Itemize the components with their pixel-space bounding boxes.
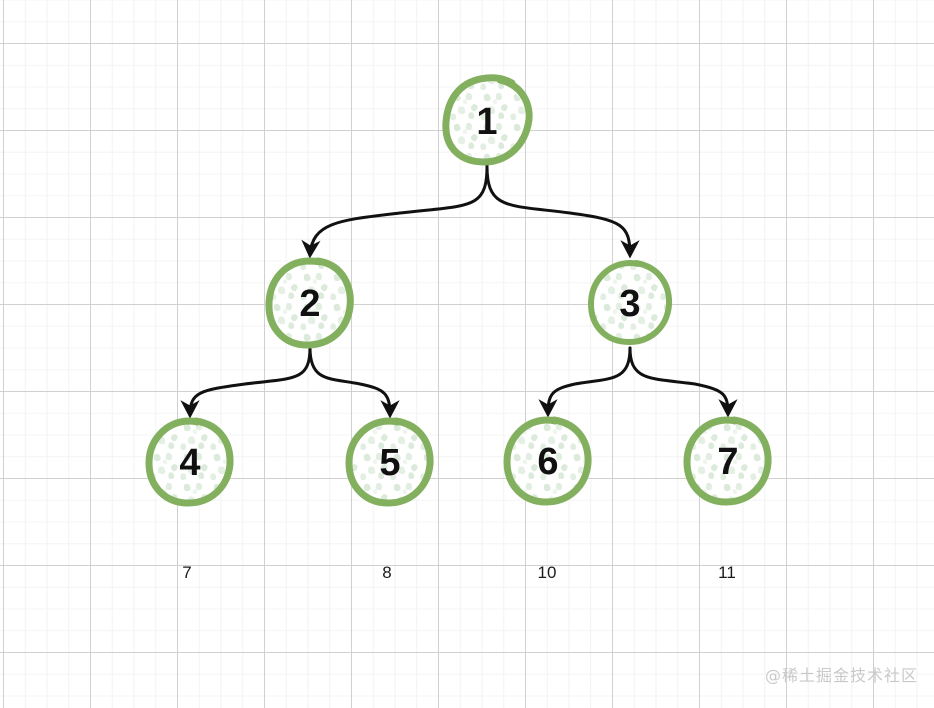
edge-n3-n7 xyxy=(628,346,738,418)
node-5-label: 5 xyxy=(379,442,400,484)
edge-n2-n4 xyxy=(180,346,312,419)
node-3-fill xyxy=(592,265,668,341)
node-4-ring xyxy=(145,417,234,507)
node-4-label: 4 xyxy=(179,442,200,484)
tree-node-3[interactable]: 3 xyxy=(587,259,673,346)
node-5-ring xyxy=(345,417,434,507)
tree-node-2[interactable]: 2 xyxy=(265,257,354,349)
node-7-ring xyxy=(683,416,772,506)
node-6-label: 6 xyxy=(537,441,558,483)
node-6-fill xyxy=(509,422,587,500)
node-group: 1 2 3 4 5 xyxy=(145,74,772,507)
tree-node-4[interactable]: 4 xyxy=(145,417,234,507)
node-1-fill xyxy=(447,81,527,161)
node-2-ring xyxy=(265,257,354,349)
bottom-label-3: 10 xyxy=(537,563,557,582)
edge-n2-n5 xyxy=(308,346,400,419)
tree-node-6[interactable]: 6 xyxy=(503,416,592,506)
edge-n1-n3 xyxy=(485,164,640,259)
edge-group xyxy=(180,164,738,419)
bottom-label-1: 7 xyxy=(182,563,192,582)
edge-n3-n6 xyxy=(538,346,632,418)
edge-n1-n2 xyxy=(301,164,489,259)
bottom-label-4: 11 xyxy=(718,563,736,582)
tree-node-7[interactable]: 7 xyxy=(683,416,772,506)
node-7-fill xyxy=(689,422,767,500)
node-6-ring xyxy=(503,416,592,506)
node-2-fill xyxy=(270,263,350,343)
node-4-fill xyxy=(151,423,229,501)
bottom-label-2: 8 xyxy=(382,563,392,582)
node-2-label: 2 xyxy=(299,283,320,325)
node-5-fill xyxy=(351,423,429,501)
node-3-ring xyxy=(587,259,673,346)
node-1-label: 1 xyxy=(476,101,497,143)
node-7-label: 7 xyxy=(717,441,738,483)
node-1-ring xyxy=(442,74,533,166)
node-3-label: 3 xyxy=(619,283,640,325)
watermark: @稀土掘金技术社区 xyxy=(764,666,918,685)
tree-node-1[interactable]: 1 xyxy=(442,74,533,166)
tree-node-5[interactable]: 5 xyxy=(345,417,434,507)
